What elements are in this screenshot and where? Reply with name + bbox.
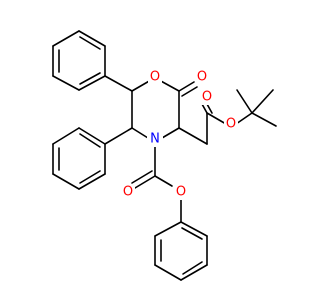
lactone-carbonyl-oxygen-label: O	[197, 70, 207, 85]
phenyl2-bond-5	[78, 173, 106, 190]
bond-ccarb-oester	[154, 175, 173, 187]
nitrogen-label: N	[150, 132, 160, 147]
carbamate-carbonyl-oxygen-label: O	[123, 185, 133, 200]
bond-ch2-benzyl	[154, 221, 182, 237]
bond-cester-o-double-b	[206, 103, 213, 114]
bond-c3-n4	[161, 127, 180, 139]
benzyl-inner-3	[181, 227, 203, 240]
bond-cester-o-double-a	[201, 103, 208, 114]
bond-o1-c2	[158, 79, 180, 92]
phenyl1-inner-1	[79, 72, 101, 85]
bond-c6-o1	[131, 79, 152, 92]
atom-labels: O O O O N O O	[121, 69, 238, 200]
bond-ccarb-o-double-b	[131, 170, 153, 184]
benzyl-bond-2	[154, 264, 182, 281]
phenyl2-inner-3	[79, 170, 101, 184]
structure-canvas: O O O O N O O	[52, 30, 277, 281]
ring-oxygen-atom: O	[148, 69, 162, 85]
bond-ccarb-o-double-a	[134, 175, 156, 189]
bond-oester-cquat	[235, 112, 253, 125]
ester-carbonyl-oxygen-label: O	[202, 90, 212, 105]
phenyl2-inner-1	[79, 133, 101, 148]
ester-oxygen-atom: O	[224, 116, 238, 132]
carbamate-carbonyl-oxygen-atom: O	[121, 184, 135, 200]
bond-c2-o-double-a	[178, 81, 195, 92]
benzyl-bond-3	[180, 264, 208, 281]
bond-cester-oester	[206, 112, 227, 125]
phenyl1-bond-5	[78, 30, 106, 47]
phenyl1-bond-1	[78, 75, 106, 91]
phenyl2-bond-2	[52, 127, 80, 145]
ring-oxygen-label: O	[150, 70, 160, 85]
ester-oxygen-label: O	[226, 117, 236, 132]
carbamate-ester-oxygen-atom: O	[174, 184, 188, 200]
phenyl2-bond-1	[78, 127, 106, 145]
ester-carbonyl-oxygen-atom: O	[200, 89, 214, 105]
benzyl-inner-2	[182, 261, 203, 275]
phenyl1-bond-4	[52, 30, 80, 47]
bond-c5-phenyl2	[104, 127, 133, 145]
bonds	[52, 30, 277, 281]
carbamate-ester-oxygen-label: O	[176, 185, 186, 200]
bond-n4-c5	[131, 127, 149, 139]
lactone-carbonyl-oxygen-atom: O	[195, 69, 209, 85]
phenyl1-inner-3	[79, 36, 101, 50]
bond-c2-o-double-b	[181, 86, 198, 97]
phenyl1-bond-2	[52, 75, 80, 91]
bond-c3-ch2	[178, 127, 208, 145]
bond-cquat-me1	[236, 89, 253, 114]
nitrogen-atom: N	[147, 131, 163, 147]
benzyl-bond-5	[180, 221, 208, 237]
chemical-structure-diagram: O O O O N O O	[52, 30, 277, 281]
bond-c6-phenyl1	[104, 75, 133, 92]
bond-cquat-me2	[251, 89, 274, 114]
phenyl2-bond-4	[52, 173, 80, 190]
bond-cquat-me3	[251, 112, 277, 127]
